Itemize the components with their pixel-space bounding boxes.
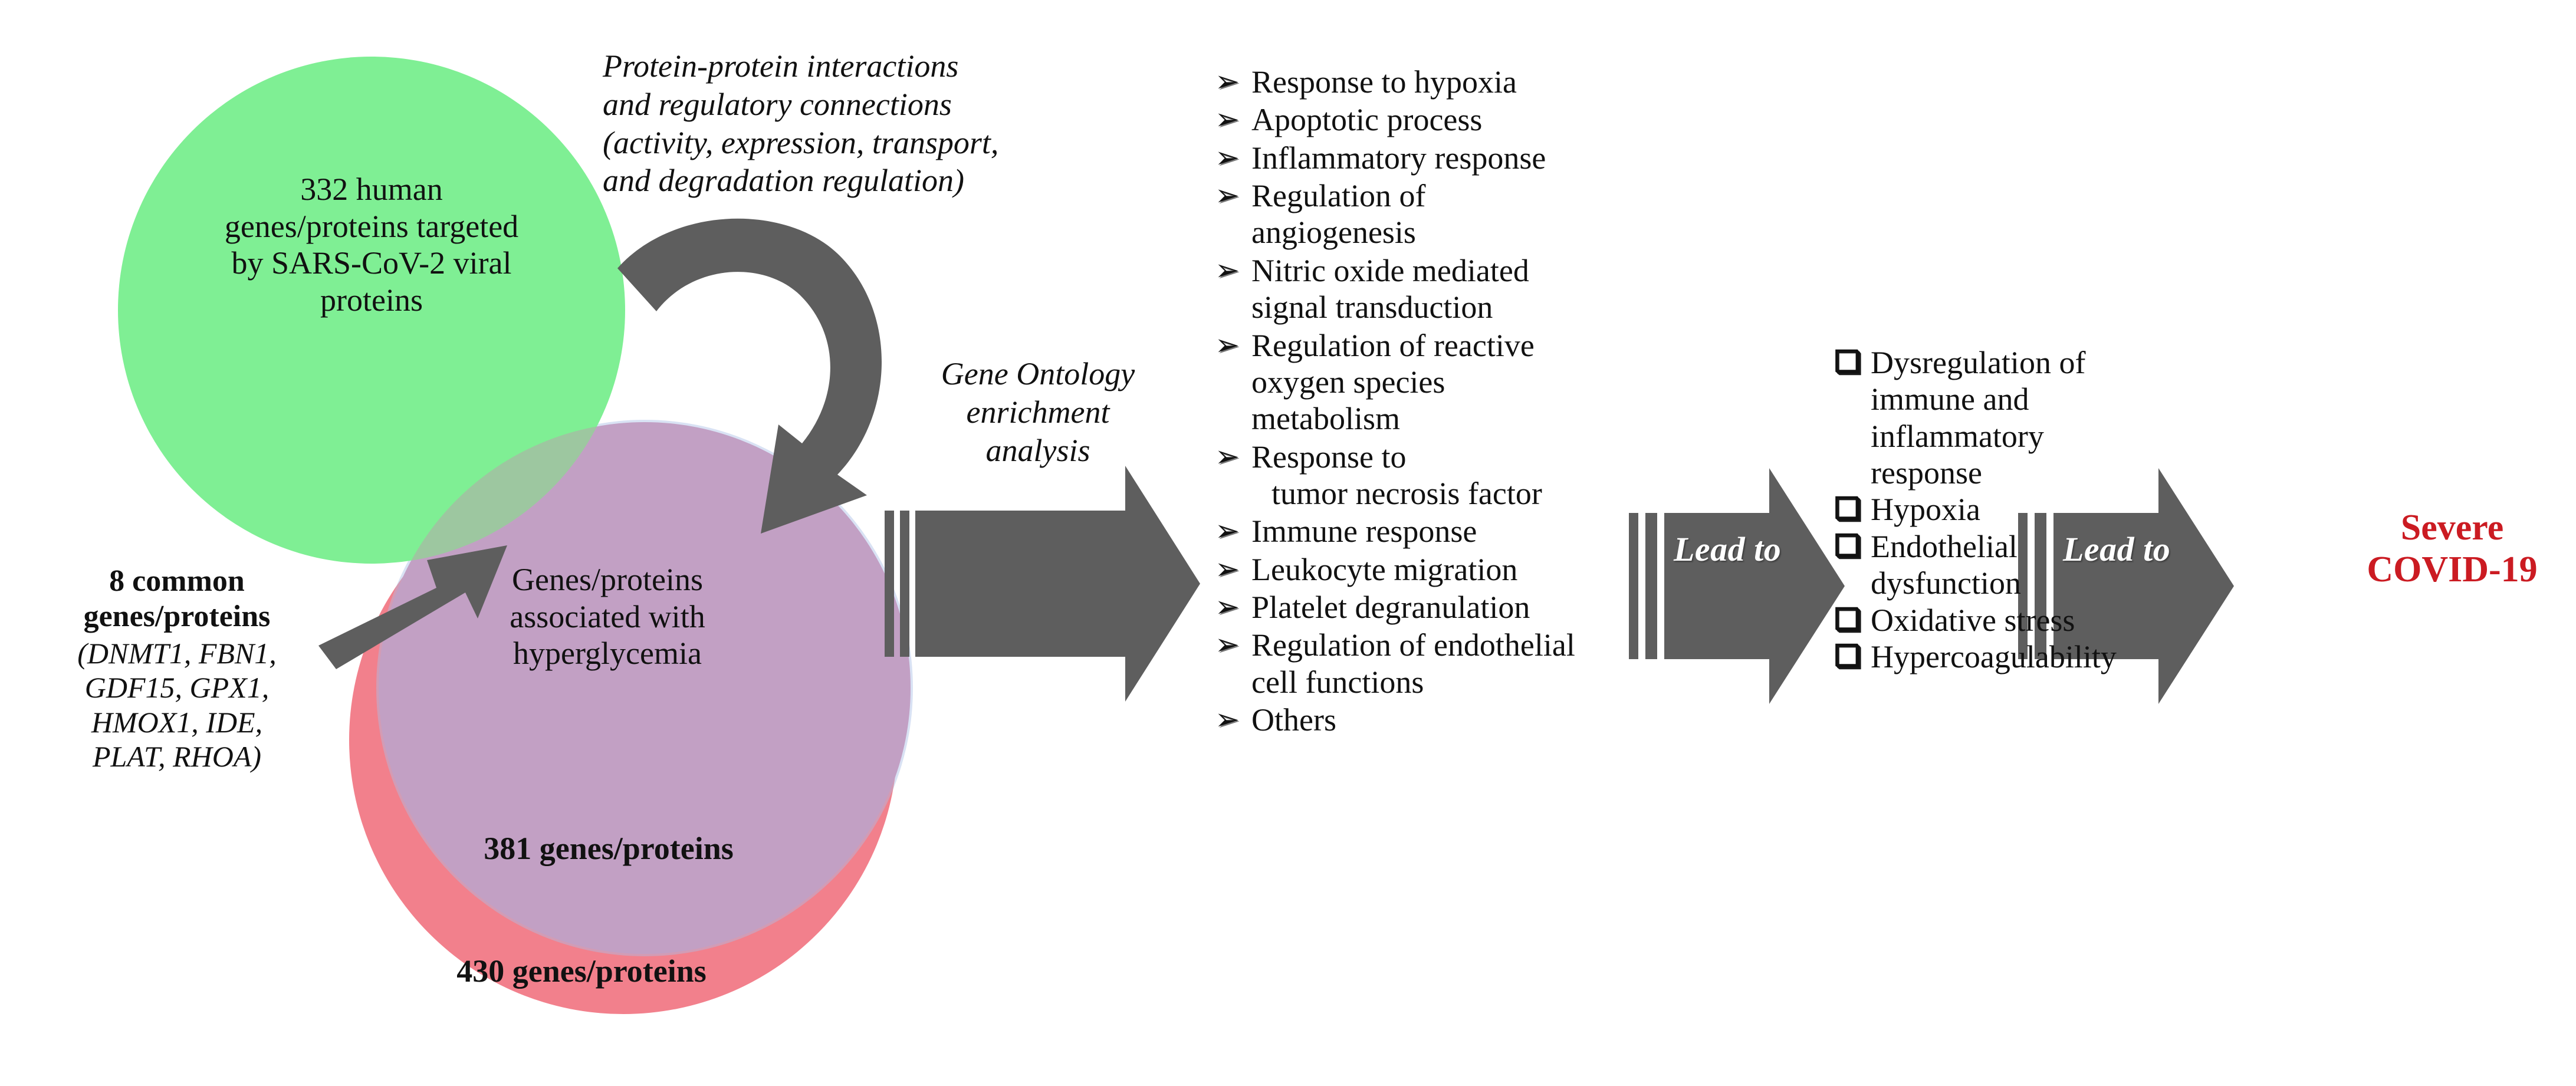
checkbox-icon: ❑ [1834, 639, 1861, 672]
arrow-bullet-icon: ➢ [1215, 140, 1240, 174]
checkbox-icon: ❑ [1834, 345, 1861, 378]
go-term-item: ➢ Nitric oxide mediated signal transduct… [1215, 252, 1793, 326]
common-genes-pointer-arrow [318, 545, 507, 669]
go-term-item: ➢ Inflammatory response [1215, 140, 1793, 176]
outcome-label: Hypoxia [1871, 492, 1980, 528]
checkbox-icon: ❑ [1834, 528, 1861, 562]
go-term-label: Leukocyte migration [1251, 551, 1518, 587]
go-term-item: ➢ Leukocyte migration [1215, 551, 1793, 588]
go-term-label: Immune response [1251, 514, 1477, 549]
arrow-bullet-icon: ➢ [1215, 628, 1240, 662]
lead-to-label-1: Lead to [1674, 530, 1782, 568]
go-term-label: Apoptotic process [1251, 102, 1483, 138]
arrow-bullet-icon: ➢ [1215, 179, 1240, 212]
outcome-item: ❑ Hypercoagulability [1834, 639, 2200, 675]
go-term-label: Response to hypoxia [1251, 64, 1517, 100]
arrow-bullet-icon: ➢ [1215, 552, 1240, 585]
arrow-bullet-icon: ➢ [1215, 253, 1240, 287]
go-term-item: ➢ Apoptotic process [1215, 101, 1793, 138]
pink-circle-count: 430 genes/proteins [456, 953, 707, 989]
go-term-label: Regulation of endothelial cell functions [1251, 627, 1575, 700]
go-term-label: Regulation of reactive oxygen species me… [1251, 327, 1535, 437]
arrow-bullet-icon: ➢ [1215, 65, 1240, 98]
arrow-bullet-icon: ➢ [1215, 703, 1240, 736]
arrow-bullet-icon: ➢ [1215, 328, 1240, 361]
arrow-bullet-icon: ➢ [1215, 439, 1240, 473]
ppi-caption: Protein-protein interactions and regulat… [603, 48, 999, 199]
ppi-curved-arrow [617, 218, 882, 534]
go-enrichment-caption: Gene Ontology enrichment analysis [941, 356, 1135, 468]
arrow-bullet-icon: ➢ [1215, 103, 1240, 136]
go-term-label: Platelet degranulation [1251, 590, 1530, 626]
go-term-item: ➢ Regulation of endothelial cell functio… [1215, 627, 1793, 700]
checkbox-icon: ❑ [1834, 492, 1861, 525]
common-genes-annotation: 8 common genes/proteins (DNMT1, FBN1, GD… [24, 564, 330, 774]
checkbox-icon: ❑ [1834, 602, 1861, 636]
outcome-label: Dysregulation of immune and inflammatory… [1871, 345, 2086, 491]
common-genes-list: (DNMT1, FBN1, GDF15, GPX1, HMOX1, IDE, P… [77, 636, 277, 774]
arrow-bullet-icon: ➢ [1215, 514, 1240, 548]
go-term-item: ➢ Others [1215, 702, 1793, 738]
common-genes-title: 8 common genes/proteins [83, 564, 271, 634]
outcome-label: Hypercoagulability [1871, 639, 2117, 674]
go-term-item: ➢ Regulation of angiogenesis [1215, 177, 1793, 251]
lead-to-arrow-2 [2018, 468, 2234, 704]
final-outcome-label: Severe COVID-19 [2367, 508, 2538, 590]
outcome-item: ❑ Endothelial dysfunction [1834, 528, 2200, 602]
outcome-list: ❑ Dysregulation of immune and inflammato… [1834, 344, 2200, 675]
go-term-item: ➢ Regulation of reactive oxygen species … [1215, 327, 1793, 437]
go-term-label: Response to [1251, 439, 1407, 475]
go-term-item: ➢ Response to hypoxia [1215, 64, 1793, 100]
purple-circle-label: Genes/proteins associated with hyperglyc… [510, 562, 705, 672]
outcome-item: ❑ Oxidative stress [1834, 602, 2200, 639]
green-circle-label: 332 human genes/proteins targeted by SAR… [224, 172, 519, 318]
go-term-label: Others [1251, 702, 1336, 738]
outcome-item: ❑ Dysregulation of immune and inflammato… [1834, 344, 2200, 491]
lead-to-arrow-1 [1629, 468, 1845, 704]
go-term-label: Regulation of angiogenesis [1251, 178, 1426, 251]
lead-to-label-2: Lead to [2063, 530, 2171, 568]
purple-circle-count: 381 genes/proteins [484, 831, 734, 866]
go-enrichment-arrow [885, 466, 1200, 702]
outcome-item: ❑ Hypoxia [1834, 491, 2200, 528]
go-term-label-continuation: tumor necrosis factor [1271, 475, 1542, 511]
outcome-label: Oxidative stress [1871, 602, 2075, 638]
go-term-list: ➢ Response to hypoxia ➢ Apoptotic proces… [1215, 64, 1793, 739]
go-term-item: ➢ Immune response [1215, 513, 1793, 549]
go-term-label: Nitric oxide mediated signal transductio… [1251, 252, 1529, 325]
outcome-label: Endothelial dysfunction [1871, 528, 2021, 601]
go-term-label: Inflammatory response [1251, 140, 1546, 176]
go-term-item: ➢ Platelet degranulation [1215, 589, 1793, 626]
arrow-bullet-icon: ➢ [1215, 590, 1240, 624]
